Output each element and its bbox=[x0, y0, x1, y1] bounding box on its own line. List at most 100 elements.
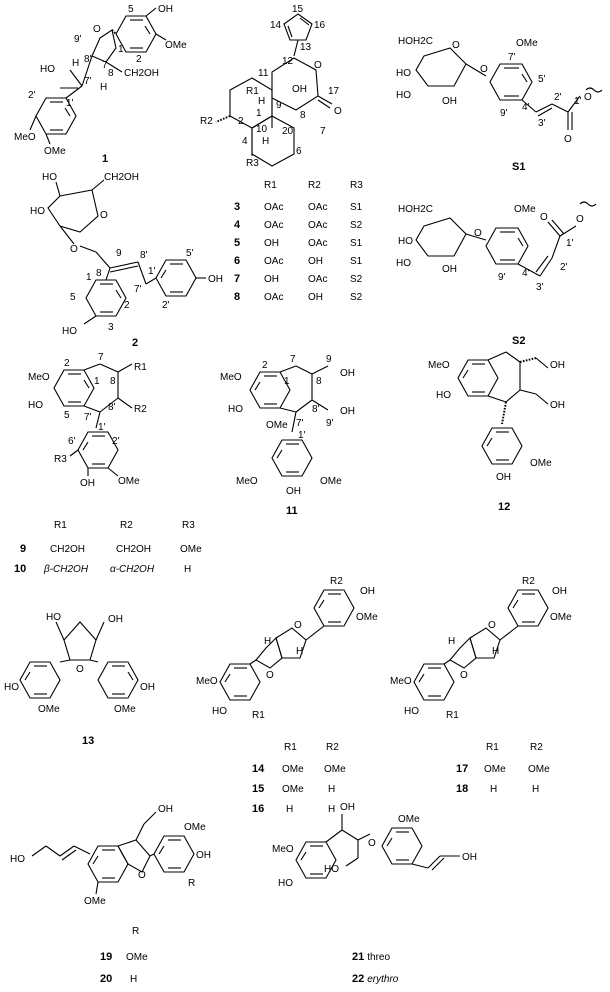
c13-id: 13 bbox=[82, 735, 94, 747]
c12-label-3: OH bbox=[550, 400, 565, 411]
c11-label-2: 7 bbox=[290, 354, 296, 365]
c2-label-10: 7' bbox=[134, 284, 142, 295]
c19-label-0: OH bbox=[158, 804, 173, 815]
c1-label-16: 1' bbox=[66, 98, 74, 109]
t38-h0: R1 bbox=[264, 180, 277, 191]
t1718-h0: R1 bbox=[486, 742, 499, 753]
c19-label-5: OMe bbox=[84, 896, 106, 907]
s2-label-10: 3' bbox=[536, 282, 544, 293]
t1416-r1-2: H bbox=[286, 804, 293, 815]
c11-label-15: OMe bbox=[320, 476, 342, 487]
table-14-16: R1 R2 14 OMe OMe 15 OMe H 16 H H bbox=[252, 742, 346, 815]
compound-17-18: R2 OH OMe O H H MeO O HO R1 bbox=[390, 576, 572, 721]
c9-label-4: 1 bbox=[94, 376, 100, 387]
c21-label-0: OH bbox=[340, 802, 355, 813]
s1-label-15: O bbox=[564, 134, 572, 145]
s1-label-14: O bbox=[584, 92, 592, 103]
compound-1: 5 OH 9' O 7 OMe 2 1 8' 7' 8 HO H H CH2OH… bbox=[14, 4, 187, 165]
t38-id-3: 6 bbox=[234, 255, 240, 267]
s2-label-4: HO bbox=[398, 236, 413, 247]
c21-label-5: HO bbox=[324, 864, 339, 875]
c19-label-2: HO bbox=[10, 854, 25, 865]
c3-label-3: 13 bbox=[300, 42, 312, 53]
c9-label-2: 7 bbox=[98, 352, 104, 363]
c12-id: 12 bbox=[498, 501, 510, 513]
t910-h0: R1 bbox=[54, 520, 67, 531]
c1-label-1: OH bbox=[158, 4, 173, 15]
t910-h2: R3 bbox=[182, 520, 195, 531]
t910-r1-1: β-CH2OH bbox=[43, 564, 89, 575]
c11-label-1: 2 bbox=[262, 360, 268, 371]
t910-r2-0: CH2OH bbox=[116, 544, 151, 555]
c3-label-4: 12 bbox=[282, 56, 294, 67]
compound-14-16: R2 OH OMe O H H MeO O HO R1 bbox=[196, 576, 378, 721]
c3-label-11: 9 bbox=[276, 100, 282, 111]
c11-label-14: MeO bbox=[236, 476, 258, 487]
s2-label-8: 9' bbox=[498, 272, 506, 283]
c2-label-8: 5' bbox=[186, 248, 194, 259]
t38-id-4: 7 bbox=[234, 273, 240, 285]
c1-label-3: O bbox=[93, 24, 101, 35]
c2-label-9: OH bbox=[208, 274, 223, 285]
c13-label-4: OH bbox=[140, 682, 155, 693]
c13-label-2: O bbox=[76, 664, 84, 675]
c3-label-12: 8 bbox=[300, 110, 306, 121]
t1920-r-1: H bbox=[130, 974, 137, 985]
t1416-id-2: 16 bbox=[252, 803, 264, 815]
s2-label-3: O bbox=[576, 214, 584, 225]
t1920-r-0: OMe bbox=[126, 952, 148, 963]
c2-id: 2 bbox=[132, 337, 138, 349]
s1-id: S1 bbox=[512, 161, 525, 173]
c2-label-4: O bbox=[70, 244, 78, 255]
t1416-h0: R1 bbox=[284, 742, 297, 753]
c14-label-4: H bbox=[264, 636, 271, 647]
c2-label-6: 8 bbox=[96, 268, 102, 279]
c17-label-7: O bbox=[460, 670, 468, 681]
c19-label-1: OMe bbox=[184, 822, 206, 833]
c22-id: 22 bbox=[352, 973, 364, 985]
c9-label-15: OMe bbox=[118, 476, 140, 487]
t38-r1-0: OAc bbox=[264, 202, 283, 213]
c11-label-8: 8' bbox=[312, 404, 320, 415]
s1-label-6: 5' bbox=[538, 74, 546, 85]
t38-r3-4: S2 bbox=[350, 274, 363, 285]
t910-h1: R2 bbox=[120, 520, 133, 531]
c1-label-8: 8' bbox=[84, 54, 92, 65]
compound-3-8: 15 14 16 13 12 O 11 OH 17 R1 H 9 8 O R2 … bbox=[200, 4, 342, 169]
s1-label-1: OMe bbox=[516, 38, 538, 49]
c2-label-0: HO bbox=[42, 172, 57, 183]
t38-h2: R3 bbox=[350, 180, 363, 191]
c19-label-3: O bbox=[138, 870, 146, 881]
c1-label-10: 8 bbox=[108, 68, 114, 79]
c9-label-6: R1 bbox=[134, 362, 147, 373]
c13-label-1: OH bbox=[108, 614, 123, 625]
t38-h1: R2 bbox=[308, 180, 321, 191]
t38-id-5: 8 bbox=[234, 291, 240, 303]
t38-r3-0: S1 bbox=[350, 202, 363, 213]
c14-label-9: R1 bbox=[252, 710, 265, 721]
s2-label-11: 2' bbox=[560, 262, 568, 273]
c1-label-9: 7' bbox=[84, 76, 92, 87]
c2-label-7: 8' bbox=[140, 250, 148, 261]
t1416-id-0: 14 bbox=[252, 763, 265, 775]
t38-r2-3: OH bbox=[308, 256, 323, 267]
compound-13: HO OH O HO OH OMe OMe 13 bbox=[4, 612, 155, 747]
c3-label-18: 20 bbox=[282, 126, 294, 137]
substituent-s1: HOH2C OMe HO O O 7' 5' HO OH 9' 4' 3' 2'… bbox=[396, 36, 603, 173]
c12-label-5: OH bbox=[496, 472, 511, 483]
c3-label-14: R2 bbox=[200, 116, 213, 127]
c3-label-1: 14 bbox=[270, 20, 282, 31]
c2-label-14: 2 bbox=[124, 300, 130, 311]
c3-label-0: 15 bbox=[292, 4, 304, 15]
t1416-id-1: 15 bbox=[252, 783, 264, 795]
s2-label-12: 1' bbox=[566, 238, 574, 249]
c14-label-0: R2 bbox=[330, 576, 343, 587]
c1-label-17: MeO bbox=[14, 132, 36, 143]
t38-id-1: 4 bbox=[234, 219, 241, 231]
c2-label-16: 3 bbox=[108, 322, 114, 333]
t1416-r2-1: H bbox=[328, 784, 335, 795]
